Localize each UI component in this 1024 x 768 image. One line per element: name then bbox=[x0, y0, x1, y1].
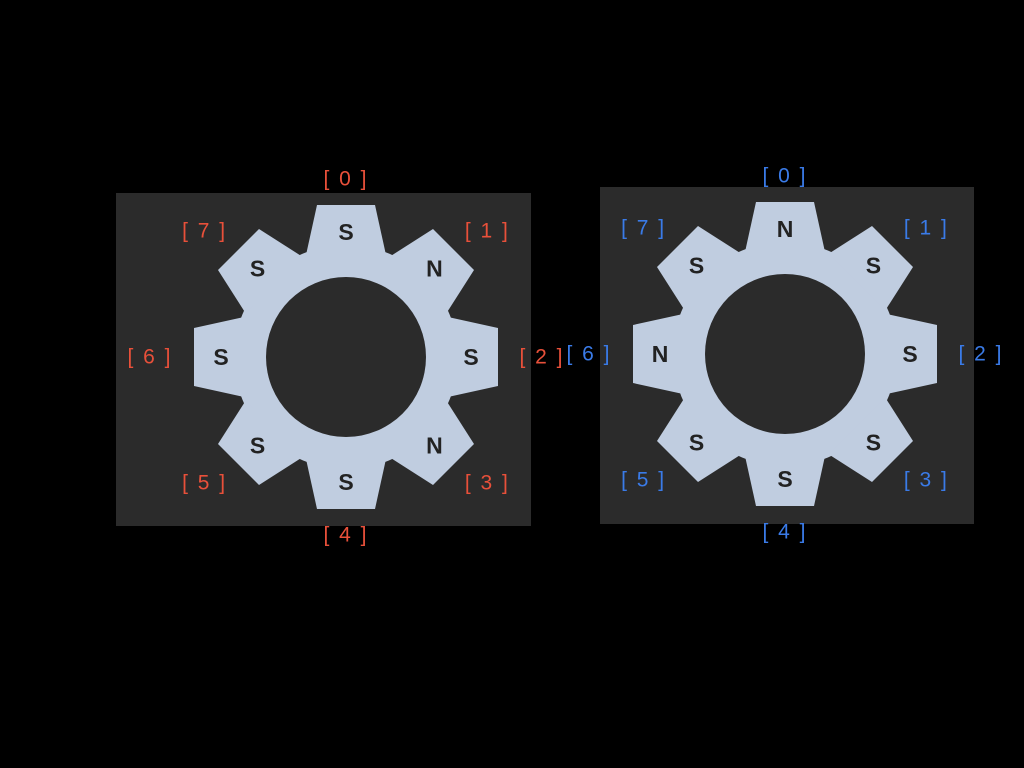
pole-label: S bbox=[902, 341, 917, 367]
gear-tooth bbox=[218, 229, 303, 314]
tooth-index-label: [ 1 ] bbox=[465, 220, 510, 243]
gear-tooth bbox=[657, 226, 742, 311]
pole-label: S bbox=[866, 253, 881, 279]
pole-label: N bbox=[426, 432, 443, 458]
gear-tooth bbox=[745, 202, 825, 252]
tooth-index-label: [ 5 ] bbox=[621, 468, 666, 491]
tooth-index-label: [ 4 ] bbox=[762, 521, 807, 544]
gear-tooth bbox=[448, 317, 498, 397]
tooth-index-label: [ 6 ] bbox=[566, 343, 611, 366]
pole-label: S bbox=[250, 432, 265, 458]
pole-label: S bbox=[338, 219, 353, 245]
gear-left-poles: S N S N S S S S bbox=[213, 219, 478, 495]
tooth-index-label: [ 7 ] bbox=[621, 217, 666, 240]
gear-tooth bbox=[389, 229, 474, 314]
pole-label: S bbox=[689, 429, 704, 455]
pole-label: N bbox=[777, 216, 794, 242]
gear-right-hole bbox=[705, 274, 865, 434]
gear-tooth bbox=[218, 400, 303, 485]
tooth-index-label: [ 0 ] bbox=[323, 168, 368, 191]
tooth-index-label: [ 6 ] bbox=[127, 346, 172, 369]
gear-right-indices: [ 0 ] [ 1 ] [ 2 ] [ 3 ] [ 4 ] [ 5 ] [ 6 ] [ 7 ] bbox=[566, 165, 1003, 544]
gear-tooth bbox=[194, 317, 244, 397]
gear-tooth bbox=[887, 314, 937, 394]
tooth-index-label: [ 2 ] bbox=[519, 346, 564, 369]
pole-label: S bbox=[213, 344, 228, 370]
tooth-index-label: [ 3 ] bbox=[465, 471, 510, 494]
pole-label: N bbox=[652, 341, 669, 367]
tooth-index-label: [ 1 ] bbox=[904, 217, 949, 240]
pole-label: S bbox=[250, 256, 265, 282]
gear-tooth bbox=[306, 459, 386, 509]
tooth-index-label: [ 2 ] bbox=[958, 343, 1003, 366]
gear-right-poles: N S S S S S N S bbox=[652, 216, 918, 492]
pole-label: S bbox=[338, 469, 353, 495]
gear-tooth bbox=[745, 456, 825, 506]
gear-left-indices: [ 0 ] [ 1 ] [ 2 ] [ 3 ] [ 4 ] [ 5 ] [ 6 ] [ 7 ] bbox=[127, 168, 564, 547]
tooth-index-label: [ 5 ] bbox=[182, 471, 227, 494]
gear-tooth bbox=[828, 397, 913, 482]
tooth-index-label: [ 3 ] bbox=[904, 468, 949, 491]
gear-tooth bbox=[389, 400, 474, 485]
gear-left-hole bbox=[266, 277, 426, 437]
pole-label: S bbox=[689, 253, 704, 279]
pole-label: S bbox=[866, 429, 881, 455]
tooth-index-label: [ 0 ] bbox=[762, 165, 807, 188]
pole-label: S bbox=[777, 466, 792, 492]
tooth-index-label: [ 4 ] bbox=[323, 524, 368, 547]
gear-tooth bbox=[828, 226, 913, 311]
pole-label: S bbox=[463, 344, 478, 370]
gear-tooth bbox=[633, 314, 683, 394]
gear-tooth bbox=[657, 397, 742, 482]
tooth-index-label: [ 7 ] bbox=[182, 220, 227, 243]
gear-tooth bbox=[306, 205, 386, 255]
pole-label: N bbox=[426, 256, 443, 282]
